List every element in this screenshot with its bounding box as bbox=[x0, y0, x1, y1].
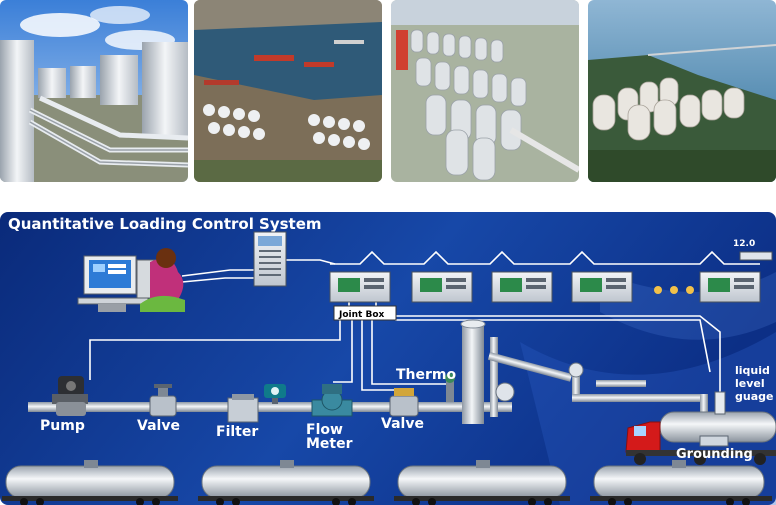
grounding-label: Grounding bbox=[676, 447, 753, 462]
thermometer bbox=[445, 373, 455, 402]
filter bbox=[227, 394, 259, 423]
valve-2 bbox=[389, 388, 419, 417]
photo-port-terminal bbox=[194, 0, 382, 182]
svg-text:12.0: 12.0 bbox=[733, 239, 755, 249]
operator-workstation bbox=[77, 248, 185, 312]
flow-transmitter bbox=[264, 384, 286, 404]
liquid-level-gauge bbox=[714, 391, 726, 415]
loading-arm bbox=[487, 337, 708, 424]
rail-tank-cars bbox=[2, 460, 772, 505]
loading-controller-5 bbox=[699, 271, 761, 303]
valve-1-label: Valve bbox=[137, 418, 180, 434]
flow-meter bbox=[311, 384, 353, 417]
loading-controller-4 bbox=[571, 271, 633, 303]
photo-storage-silos bbox=[391, 0, 579, 182]
flow-meter-label-2: Meter bbox=[306, 436, 353, 452]
control-cabinet bbox=[253, 231, 287, 287]
liquid-level-label-2: level bbox=[735, 377, 765, 390]
pump-label: Pump bbox=[40, 418, 85, 434]
valve-1 bbox=[149, 384, 177, 417]
filter-label: Filter bbox=[216, 424, 258, 440]
photo-tank-farm-closeup bbox=[0, 0, 188, 182]
valve-2-label: Valve bbox=[381, 416, 424, 432]
vertical-riser bbox=[462, 324, 484, 424]
svg-text:Joint Box: Joint Box bbox=[338, 310, 385, 320]
joint-box: Joint Box bbox=[333, 305, 397, 321]
photo-coastal-tanks bbox=[588, 0, 776, 182]
diagram-title: Quantitative Loading Control System bbox=[8, 215, 322, 233]
loading-controller-2 bbox=[411, 271, 473, 303]
level-indicator-display: 12.0 bbox=[733, 239, 773, 261]
thermo-label: Thermo bbox=[396, 367, 457, 383]
tank-truck bbox=[625, 411, 776, 465]
grounding-device bbox=[699, 435, 729, 447]
liquid-level-label-3: guage bbox=[735, 390, 773, 403]
pump bbox=[52, 376, 88, 416]
flow-meter-label-1: Flow bbox=[306, 422, 343, 438]
loading-controller-1 bbox=[329, 271, 391, 303]
loading-controller-3 bbox=[491, 271, 553, 303]
more-controllers-ellipsis bbox=[654, 286, 694, 294]
loading-control-diagram: Quantitative Loading Control System bbox=[0, 212, 776, 505]
liquid-level-label-1: liquid bbox=[735, 364, 770, 377]
